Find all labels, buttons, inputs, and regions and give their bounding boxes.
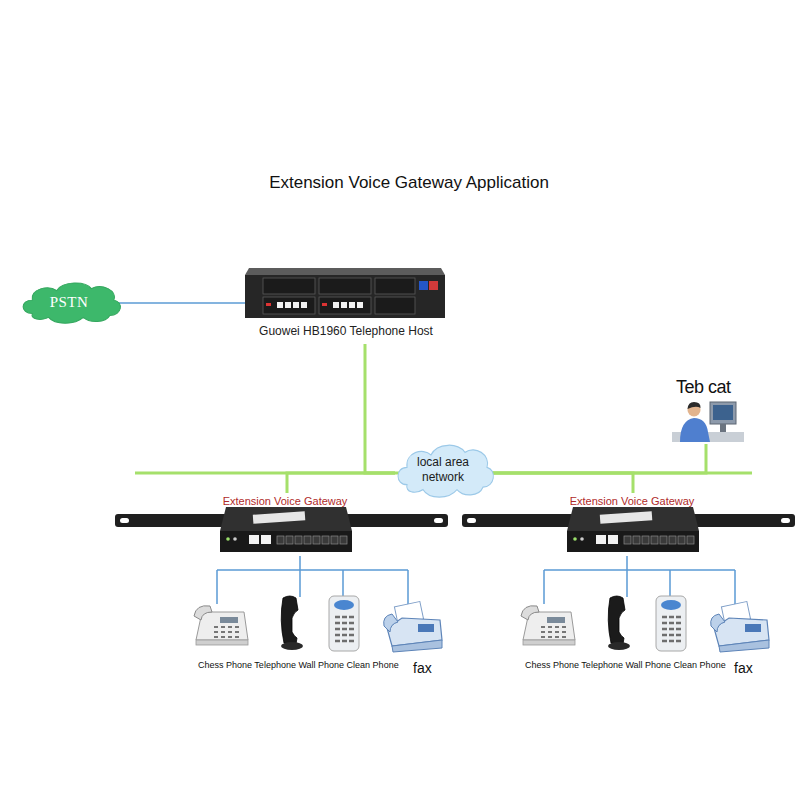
rack-hole — [467, 518, 476, 523]
network-link — [491, 473, 633, 493]
phone-port — [331, 536, 338, 544]
device-port — [293, 302, 299, 308]
device-port — [349, 302, 355, 308]
workstation-label: Teb cat — [676, 376, 748, 398]
network-link — [491, 444, 706, 473]
device-module — [375, 278, 415, 294]
phone-port — [660, 536, 667, 544]
gateway-top — [567, 507, 699, 531]
phone-port — [304, 536, 311, 544]
device-port — [277, 302, 283, 308]
network-link — [365, 344, 395, 473]
rj45-port — [596, 535, 606, 544]
phone-set-left — [194, 556, 442, 652]
network-link — [287, 473, 395, 493]
monitor-stand — [720, 424, 726, 432]
voice-gateway: Extension Voice Gateway — [113, 493, 451, 559]
device-port — [341, 302, 347, 308]
diagram-title: Extension Voice Gateway Application — [209, 172, 609, 194]
voice-gateway: Extension Voice Gateway — [460, 493, 798, 559]
device-caption: Chess Phone Telephone Wall Phone Clean P… — [525, 657, 726, 673]
phone-set-right — [521, 556, 769, 652]
telephone-host: Guowei HB1960 Telephone Host — [243, 266, 449, 344]
phone-port — [340, 536, 347, 544]
gateway-label: Extension Voice Gateway — [552, 495, 712, 507]
device-port — [301, 302, 307, 308]
gateway-front — [220, 531, 352, 552]
cloud-label: PSTN — [18, 294, 120, 311]
device-caption: Chess Phone Telephone Wall Phone Clean P… — [198, 657, 399, 673]
rack-hole — [434, 518, 443, 523]
device-port — [333, 302, 339, 308]
device-label: Guowei HB1960 Telephone Host — [223, 324, 469, 338]
cloud-label: local area network — [405, 455, 481, 485]
phone-port — [295, 536, 302, 544]
phone-port — [624, 536, 631, 544]
gateway-sticker — [600, 511, 653, 524]
phone-port — [642, 536, 649, 544]
device-logo — [429, 281, 438, 290]
phone-port — [313, 536, 320, 544]
rj45-port — [249, 535, 259, 544]
phone-port — [277, 536, 284, 544]
phone-port — [687, 536, 694, 544]
device-top — [245, 268, 445, 275]
device-module — [319, 297, 371, 314]
phone-port — [669, 536, 676, 544]
device-led — [266, 303, 271, 306]
phone-port — [651, 536, 658, 544]
gateway-led — [573, 537, 577, 541]
person-body — [680, 418, 710, 442]
device-module — [263, 297, 315, 314]
rj45-port — [261, 535, 271, 544]
gateway-led — [580, 537, 584, 541]
device-port — [285, 302, 291, 308]
pstn-cloud: PSTN — [18, 279, 120, 327]
device-logo — [419, 281, 428, 290]
gateway-led — [233, 537, 237, 541]
rack-hole — [781, 518, 790, 523]
monitor-screen — [713, 405, 733, 420]
device-module — [263, 278, 315, 294]
gateway-sticker — [253, 511, 306, 524]
monitor — [710, 402, 736, 424]
network-link — [118, 302, 245, 304]
gateway-led — [226, 537, 230, 541]
gateway-front — [567, 531, 699, 552]
phone-port — [286, 536, 293, 544]
lan-cloud: local area network — [393, 440, 493, 502]
gateway-top — [220, 507, 352, 531]
phone-port — [322, 536, 329, 544]
rj45-port — [608, 535, 618, 544]
device-front — [245, 275, 445, 318]
phone-port — [678, 536, 685, 544]
person-hair — [688, 402, 701, 409]
device-caption: fax — [734, 660, 753, 676]
device-led — [322, 303, 327, 306]
gateway-label: Extension Voice Gateway — [205, 495, 365, 507]
phone-port — [633, 536, 640, 544]
workstation: Teb cat — [668, 376, 748, 444]
device-module — [375, 297, 415, 314]
device-caption: fax — [413, 660, 432, 676]
device-port — [357, 302, 363, 308]
cloud-shape — [398, 445, 493, 497]
rack-hole — [120, 518, 129, 523]
device-module — [319, 278, 371, 294]
